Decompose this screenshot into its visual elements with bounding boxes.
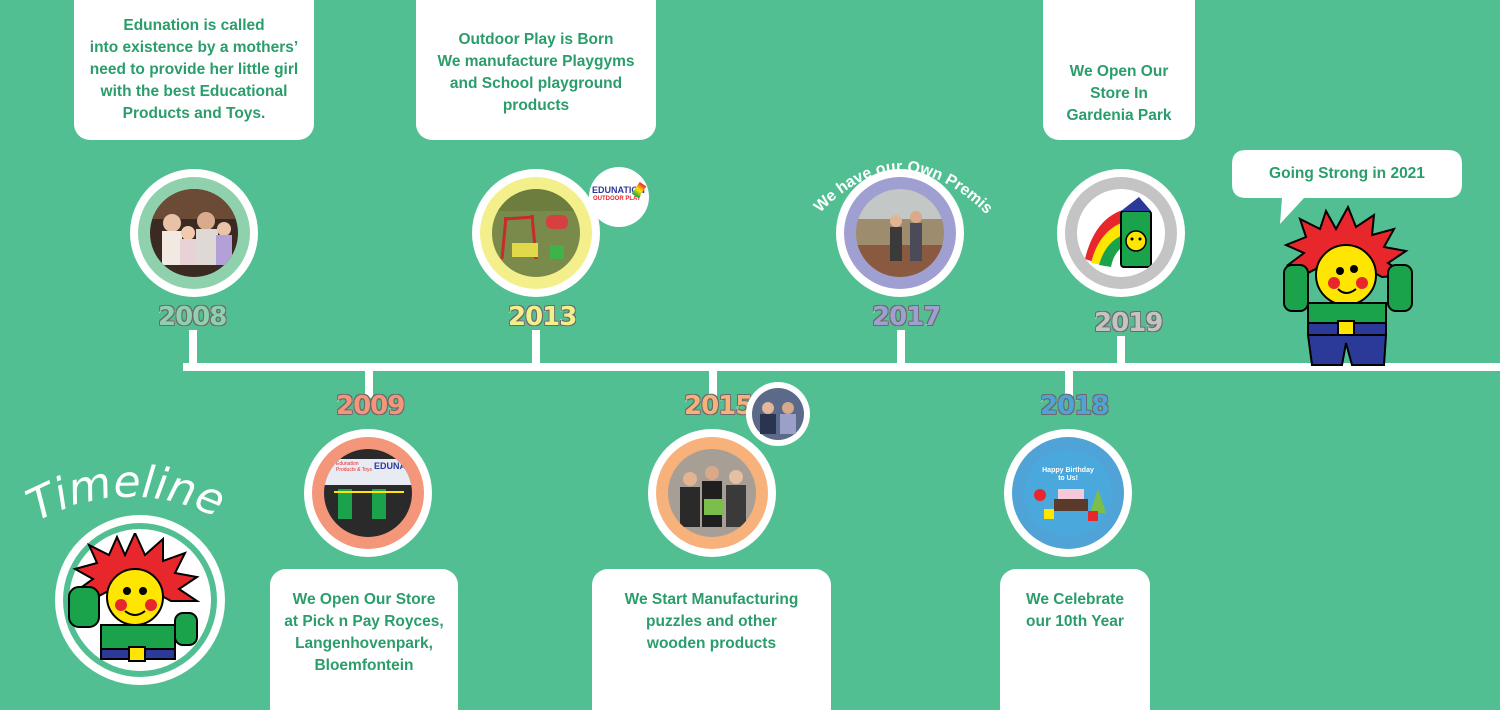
mascot-right (1283, 205, 1413, 366)
stem-2008 (189, 330, 197, 368)
badge-logo-text: EDUNATION (592, 185, 645, 195)
event-2015-circle (648, 429, 776, 557)
event-2013-circle (472, 169, 600, 297)
event-2009-text: We Open Our Store at Pick n Pay Royces, … (270, 569, 458, 710)
stem-2009 (365, 368, 373, 398)
event-2009-circle: EDUNATION Edunation Products & Toys (304, 429, 432, 557)
edunation-logo (1077, 189, 1165, 277)
speech-text: Going Strong in 2021 (1269, 165, 1425, 182)
event-2008-circle (130, 169, 258, 297)
store-sign-text: EDUNATION (374, 461, 412, 471)
stem-2019 (1117, 336, 1125, 368)
store-sign-small-text: Edunation Products & Toys (336, 461, 373, 473)
year-2008: 2008 (157, 301, 228, 333)
mascot-left-circle (55, 515, 225, 685)
mascot-left (68, 533, 201, 662)
stem-2017 (897, 330, 905, 368)
premises-photo (856, 189, 944, 277)
workshop-photo-badge (746, 382, 810, 446)
timeline-axis (183, 363, 1500, 371)
stem-2015 (709, 368, 717, 396)
year-2018: 2018 (1039, 390, 1110, 422)
event-2013-text: Outdoor Play is Born We manufacture Play… (416, 0, 656, 140)
speech-bubble (1232, 150, 1462, 224)
event-2019-text: We Open Our Store In Gardenia Park (1043, 0, 1195, 140)
team-photo (668, 449, 756, 537)
year-2019: 2019 (1093, 307, 1164, 339)
playgym-photo (492, 189, 580, 277)
stem-2018 (1065, 368, 1073, 396)
store-photo: EDUNATION Edunation Products & Toys (324, 449, 412, 537)
family-photo (150, 189, 238, 277)
event-2017-circle (836, 169, 964, 297)
year-2017: 2017 (871, 301, 942, 333)
event-2019-circle (1057, 169, 1185, 297)
year-2015: 2015 (683, 390, 754, 422)
year-2013: 2013 (507, 301, 578, 333)
birthday-card-text: Happy Birthday to Us! (1042, 467, 1094, 482)
event-2018-text: We Celebrate our 10th Year (1000, 569, 1150, 710)
badge-logo-subtext: OUTDOOR PLAY (593, 196, 641, 202)
stem-2013 (532, 330, 540, 368)
birthday-card: Happy Birthday to Us! (1024, 449, 1112, 537)
year-2009: 2009 (335, 390, 406, 422)
event-2018-circle: Happy Birthday to Us! (1004, 429, 1132, 557)
event-2008-text: Edunation is called into existence by a … (74, 0, 314, 140)
event-2015-text: We Start Manufacturing puzzles and other… (592, 569, 831, 710)
outdoor-play-logo: EDUNATION OUTDOOR PLAY (589, 167, 649, 227)
